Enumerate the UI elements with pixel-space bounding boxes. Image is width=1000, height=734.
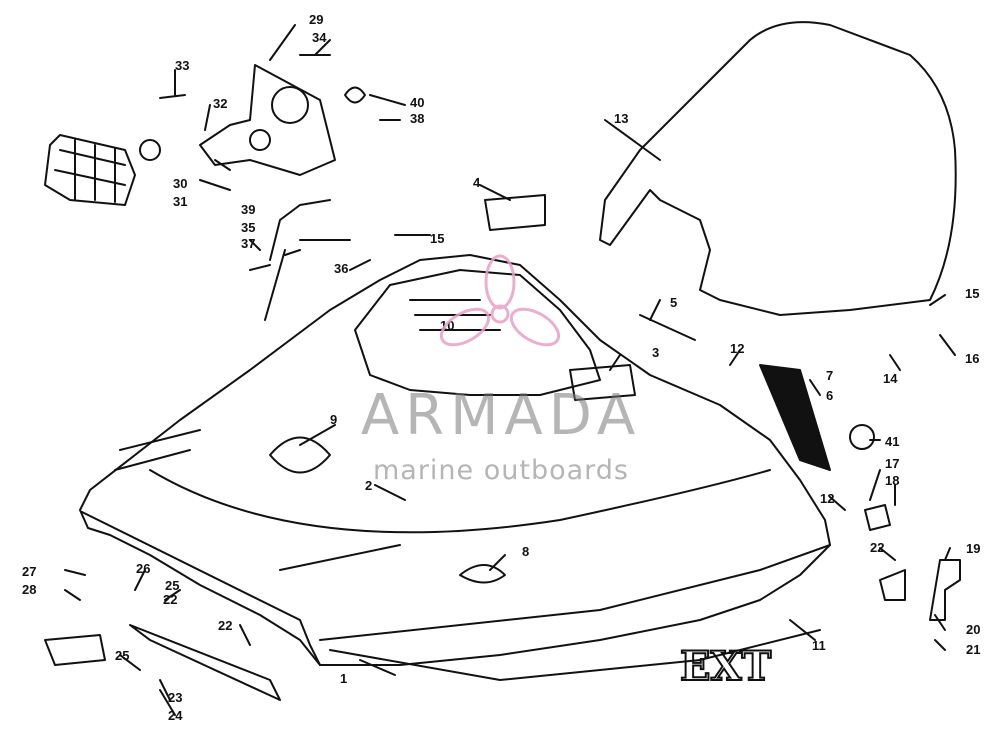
plate-8 (459, 564, 506, 584)
callout-number: 23 (168, 690, 182, 705)
hood-bumper-edge (81, 511, 321, 666)
callout-number: 9 (330, 412, 337, 427)
callout-number: 15 (430, 231, 444, 246)
callout-number: 16 (965, 351, 979, 366)
gas-cap-9 (269, 436, 331, 474)
callout-number: 36 (334, 261, 348, 276)
callout-number: 20 (966, 622, 980, 637)
latch-19 (929, 559, 961, 621)
callout-number: 12 (730, 341, 744, 356)
hood-inner-curve (149, 469, 771, 534)
callout-number: 41 (885, 434, 899, 449)
callout-number: 4 (473, 175, 481, 190)
callout-number: 3 (652, 345, 659, 360)
headlight-grid (54, 139, 126, 203)
watermark-brand: ARMADA (360, 383, 642, 448)
callout-number: 7 (826, 368, 833, 383)
bolt-33 (159, 94, 186, 99)
callout-number: 34 (312, 30, 327, 45)
callout-number: 14 (883, 371, 898, 386)
hood-console (354, 269, 601, 396)
callout-number: 29 (309, 12, 323, 27)
callout-number: 11 (812, 638, 826, 653)
callout-number: 15 (965, 286, 979, 301)
armada-logo-icon (439, 254, 561, 347)
callout-number: 1 (340, 671, 347, 686)
callout-number: 22 (163, 592, 177, 607)
decal-3 (569, 364, 636, 401)
strip-5 (639, 314, 696, 341)
windshield (599, 21, 957, 316)
callout-number: 37 (241, 236, 255, 251)
hood-side-vents (114, 429, 401, 571)
wire-37 (269, 199, 331, 261)
callout-number: 30 (173, 176, 187, 191)
bracket-17 (864, 504, 891, 531)
leader-lines (64, 24, 956, 716)
callout-number: 28 (22, 582, 36, 597)
callout-number: 22 (870, 540, 884, 555)
callout-number: 12 (820, 491, 834, 506)
hood-outline (79, 254, 831, 666)
hood-stripe (329, 629, 821, 681)
headlight-bracket (199, 64, 336, 176)
callout-number: 40 (410, 95, 424, 110)
callout-number: 39 (241, 202, 255, 217)
callout-number: 2 (365, 478, 372, 493)
callout-number: 8 (522, 544, 529, 559)
callout-number: 19 (966, 541, 980, 556)
decal-ext-text: EXT (680, 643, 772, 690)
cap-41 (849, 424, 875, 450)
callout-number: 21 (966, 642, 980, 657)
bolt-37 (264, 249, 286, 321)
decal-4 (484, 194, 546, 231)
hood-lower-panel (319, 544, 831, 641)
callout-number: 32 (213, 96, 227, 111)
bulb (139, 139, 161, 161)
callout-number: 24 (168, 708, 183, 723)
bracket-lower (129, 624, 281, 701)
headlight-lens (44, 134, 136, 206)
bracket-22 (879, 569, 906, 601)
callout-number: 38 (410, 111, 424, 126)
callout-number: 26 (136, 561, 150, 576)
callout-number: 18 (885, 473, 899, 488)
callout-number: 33 (175, 58, 189, 73)
callout-number: 31 (173, 194, 187, 209)
callout-number: 17 (885, 456, 899, 471)
callout-number: 13 (614, 111, 628, 126)
bracket-hole (271, 86, 309, 124)
bracket-hole-lower (249, 129, 271, 151)
hood-console-vents (409, 299, 501, 331)
seal-6 (759, 364, 831, 471)
callout-number: 5 (670, 295, 677, 310)
callout-number: 25 (165, 578, 179, 593)
callout-number: 27 (22, 564, 36, 579)
callout-number: 35 (241, 220, 255, 235)
grommet-40 (344, 86, 366, 104)
watermark-tagline: marine outboards (372, 455, 629, 486)
callout-number: 6 (826, 388, 833, 403)
callout-number: 22 (218, 618, 232, 633)
callout-number: 25 (115, 648, 129, 663)
bracket-left (44, 634, 106, 666)
